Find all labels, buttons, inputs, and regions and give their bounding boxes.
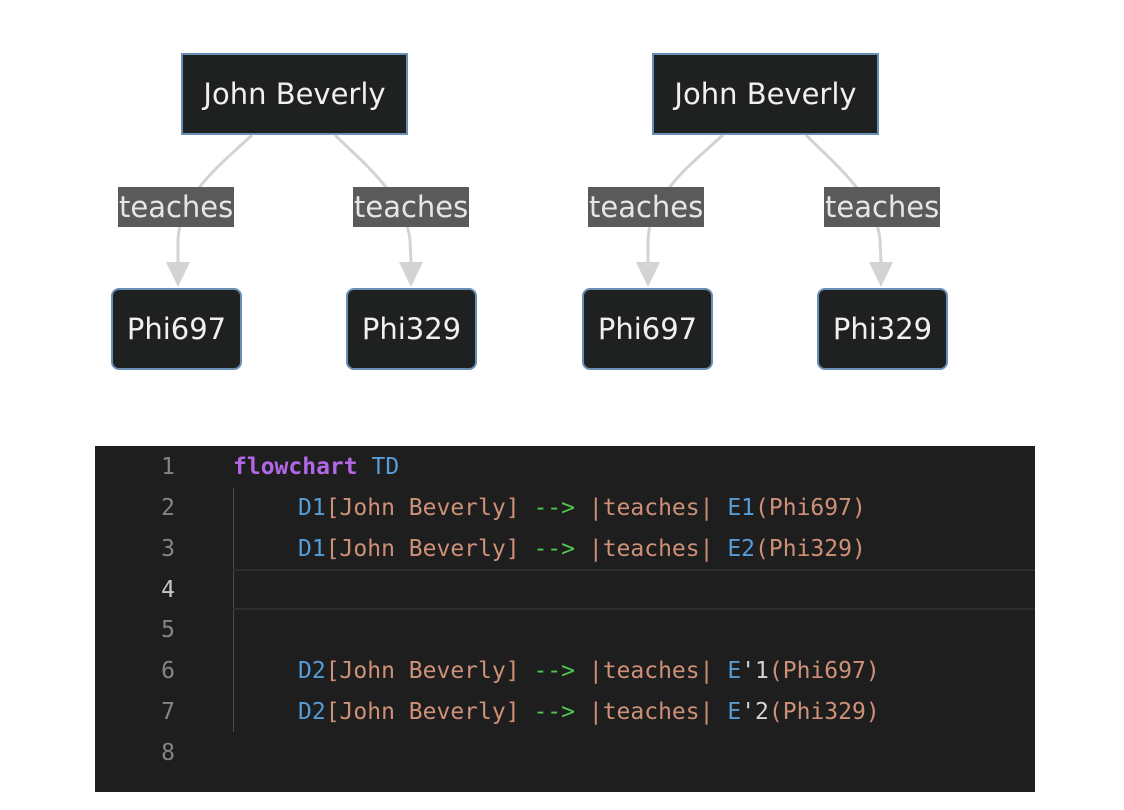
node-text-token: (Phi697) <box>755 495 866 521</box>
node-label: Phi697 <box>126 312 227 346</box>
code-line-7[interactable]: 7 D2[John Beverly] --> |teaches| E'2(Phi… <box>95 693 1035 733</box>
indent-guide <box>233 488 234 732</box>
edge-label-token: |teaches| <box>588 536 714 562</box>
node-id-token: D1 <box>298 536 326 562</box>
node-label: Phi697 <box>597 312 698 346</box>
edge-right-graph-right <box>804 133 883 263</box>
code-line-1[interactable]: 1 flowchart TD <box>95 448 1035 488</box>
node-text-token: [John Beverly] <box>325 658 520 684</box>
node-label: John Beverly <box>674 77 857 111</box>
line-number-active: 4 <box>161 577 175 603</box>
arrowhead-left-graph-right <box>399 262 423 287</box>
node-id-token: E <box>727 658 742 684</box>
code-line-3[interactable]: 3 D1[John Beverly] --> |teaches| E2(Phi3… <box>95 530 1035 570</box>
node-john-beverly-left: John Beverly <box>181 53 408 135</box>
node-id-suffix-token: '1 <box>741 658 769 684</box>
arrow-token: --> <box>533 536 575 562</box>
code-line-2[interactable]: 2 D1[John Beverly] --> |teaches| E1(Phi6… <box>95 489 1035 529</box>
node-label: Phi329 <box>832 312 933 346</box>
edge-left-graph-left <box>176 133 254 262</box>
node-id-suffix-token: '2 <box>741 699 769 725</box>
node-id-token: D2 <box>298 658 326 684</box>
arrowhead-right-graph-right <box>869 262 893 287</box>
edge-label-token: |teaches| <box>588 495 714 521</box>
code-text: flowchart TD <box>233 454 399 480</box>
node-id-token: E2 <box>727 536 756 562</box>
line-number: 3 <box>161 536 175 562</box>
arrow-token: --> <box>533 699 575 725</box>
edge-label-teaches: teaches <box>824 187 941 227</box>
edge-label-teaches: teaches <box>118 187 235 227</box>
line-number: 5 <box>161 617 175 643</box>
node-id-token: E1 <box>727 495 756 521</box>
line-number: 6 <box>161 658 175 684</box>
line-number: 1 <box>161 454 175 480</box>
flowchart-diagram: John Beverly teaches teaches Phi697 Phi3… <box>111 53 948 370</box>
code-text: D1[John Beverly] --> |teaches| E1(Phi697… <box>298 495 866 521</box>
node-label: John Beverly <box>203 77 386 111</box>
arrow-token: --> <box>533 495 575 521</box>
node-label: Phi329 <box>361 312 462 346</box>
node-phi329-right: Phi329 <box>817 288 948 370</box>
keyword-token: flowchart <box>233 454 358 480</box>
node-text-token: [John Beverly] <box>325 495 520 521</box>
code-text: D2[John Beverly] --> |teaches| E'1(Phi69… <box>298 658 880 684</box>
edge-left-graph-right <box>333 133 413 263</box>
diagram-edges <box>166 133 893 287</box>
edge-label-teaches: teaches <box>588 187 705 227</box>
code-text: D1[John Beverly] --> |teaches| E2(Phi329… <box>298 536 866 562</box>
edge-label-token: |teaches| <box>588 658 714 684</box>
node-text-token: (Phi697) <box>768 658 880 684</box>
node-john-beverly-right: John Beverly <box>652 53 879 135</box>
node-id-token: D1 <box>298 495 326 521</box>
code-line-5[interactable]: 5 <box>95 611 1035 651</box>
code-text: D2[John Beverly] --> |teaches| E'2(Phi32… <box>298 699 880 725</box>
node-phi697-left: Phi697 <box>111 288 242 370</box>
code-editor[interactable]: 1 flowchart TD 2 D1[John Beverly] --> |t… <box>95 446 1035 792</box>
code-line-8[interactable]: 8 <box>95 734 1035 774</box>
node-text-token: (Phi329) <box>768 699 880 725</box>
node-phi329-left: Phi329 <box>346 288 477 370</box>
arrowhead-right-graph-left <box>636 262 660 287</box>
line-number: 8 <box>161 740 175 766</box>
arrowhead-left-graph-left <box>166 262 190 287</box>
node-id-token: D2 <box>298 699 326 725</box>
node-id-token: E <box>727 699 742 725</box>
node-text-token: (Phi329) <box>755 536 866 562</box>
line-number: 7 <box>161 699 175 725</box>
code-line-4[interactable]: 4 <box>95 571 1035 611</box>
node-phi697-right: Phi697 <box>582 288 713 370</box>
arrow-token: --> <box>533 658 575 684</box>
edge-label-token: |teaches| <box>588 699 714 725</box>
code-line-6[interactable]: 6 D2[John Beverly] --> |teaches| E'1(Phi… <box>95 652 1035 692</box>
edge-label-teaches: teaches <box>353 187 470 227</box>
edge-right-graph-left <box>646 133 725 262</box>
current-line-highlight <box>233 569 1035 610</box>
direction-token: TD <box>371 454 400 480</box>
node-text-token: [John Beverly] <box>325 536 520 562</box>
node-text-token: [John Beverly] <box>325 699 520 725</box>
line-number: 2 <box>161 495 175 521</box>
